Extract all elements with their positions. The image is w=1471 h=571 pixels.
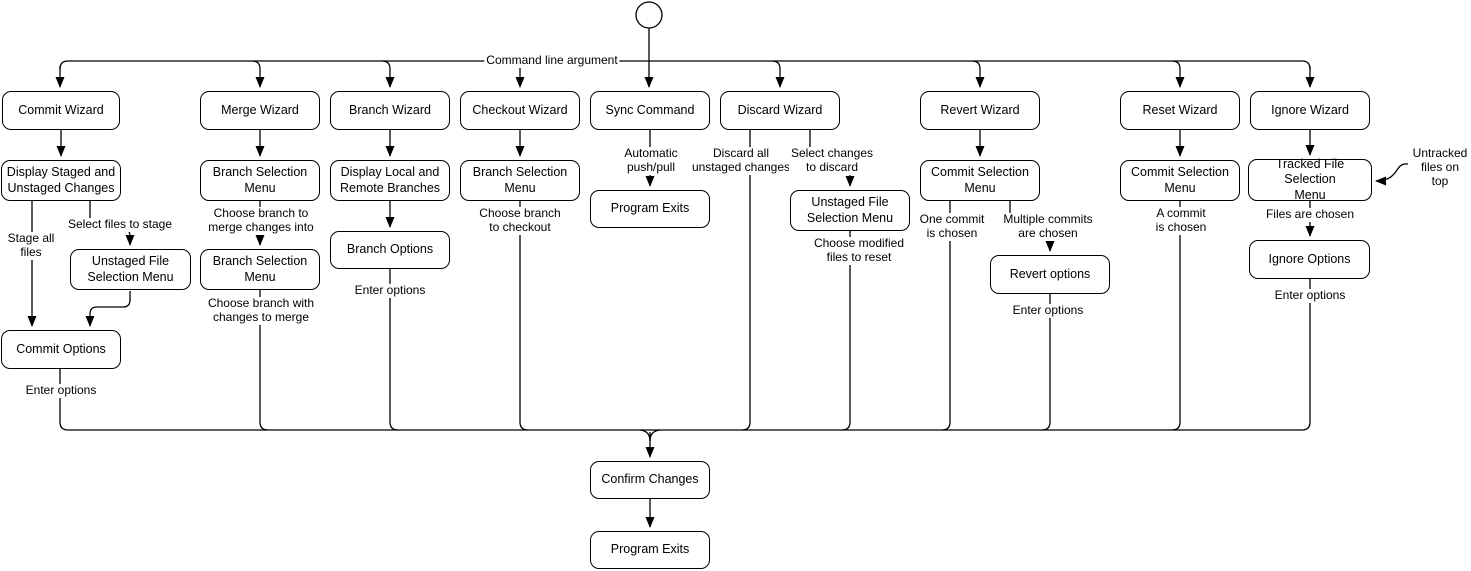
label-choose-branch-with-changes: Choose branch with changes to merge xyxy=(205,296,317,325)
label-choose-branch-checkout: Choose branch to checkout xyxy=(477,206,563,235)
edge-bus-to-revert xyxy=(971,60,985,88)
edge-top-bus xyxy=(59,60,1311,70)
edge-bus-to-reset xyxy=(1171,60,1185,88)
label-one-commit-is-chosen: One commit is chosen xyxy=(917,212,987,241)
node-unstaged-file-selection-commit: Unstaged File Selection Menu xyxy=(70,249,191,290)
label-discard-all-unstaged: Discard all unstaged changes xyxy=(689,146,793,175)
edge-funnel-left xyxy=(639,429,651,442)
label-select-files-to-stage: Select files to stage xyxy=(65,217,175,232)
node-reset-wizard: Reset Wizard xyxy=(1120,91,1240,130)
label-enter-options-revert: Enter options xyxy=(1010,303,1086,318)
node-branch-options: Branch Options xyxy=(330,231,450,269)
label-command-line-argument: Command line argument xyxy=(484,53,620,68)
label-choose-modified-files: Choose modified files to reset xyxy=(811,236,907,265)
node-branch-selection-merge-2: Branch Selection Menu xyxy=(200,249,320,290)
label-enter-options-commit: Enter options xyxy=(23,383,99,398)
label-enter-options-branch: Enter options xyxy=(352,283,428,298)
node-display-local-remote: Display Local and Remote Branches xyxy=(330,160,450,201)
node-unstaged-file-selection-discard: Unstaged File Selection Menu xyxy=(790,190,910,231)
label-select-changes-to-discard: Select changes to discard xyxy=(788,146,876,175)
edge-unstaged-to-options xyxy=(85,291,131,327)
label-multiple-commits-are-chosen: Multiple commits are chosen xyxy=(1001,212,1095,241)
node-ignore-wizard: Ignore Wizard xyxy=(1250,91,1370,130)
edge-commit-options-out xyxy=(59,369,69,431)
label-a-commit-is-chosen: A commit is chosen xyxy=(1153,206,1209,235)
node-branch-selection-checkout: Branch Selection Menu xyxy=(460,160,580,201)
label-files-are-chosen: Files are chosen xyxy=(1263,207,1357,222)
node-program-exits-sync: Program Exits xyxy=(590,190,710,228)
label-untracked-files-on-top: Untracked files on top xyxy=(1410,146,1470,189)
edge-ignore-out xyxy=(1301,279,1311,431)
node-branch-wizard: Branch Wizard xyxy=(330,91,450,130)
node-commit-options: Commit Options xyxy=(1,330,121,369)
label-enter-options-ignore: Enter options xyxy=(1272,288,1348,303)
node-commit-selection-revert: Commit Selection Menu xyxy=(920,160,1040,201)
node-checkout-wizard: Checkout Wizard xyxy=(460,91,580,130)
node-branch-selection-merge-1: Branch Selection Menu xyxy=(200,160,320,201)
node-tracked-file-selection: Tracked File Selection Menu xyxy=(1248,157,1372,202)
edge-funnel-right xyxy=(649,429,661,442)
edge-reset-out xyxy=(1171,201,1181,431)
node-program-exits-final: Program Exits xyxy=(590,531,710,569)
start-circle xyxy=(635,1,663,29)
node-commit-wizard: Commit Wizard xyxy=(2,91,120,130)
edge-discard-all-out xyxy=(741,130,751,431)
node-discard-wizard: Discard Wizard xyxy=(720,91,840,130)
node-sync-command: Sync Command xyxy=(590,91,710,130)
node-merge-wizard: Merge Wizard xyxy=(200,91,320,130)
edge-bus-to-branch xyxy=(381,60,395,88)
label-automatic-push-pull: Automatic push/pull xyxy=(622,146,680,175)
node-display-staged-unstaged: Display Staged and Unstaged Changes xyxy=(1,160,121,201)
node-confirm-changes: Confirm Changes xyxy=(590,461,710,499)
node-ignore-options: Ignore Options xyxy=(1249,240,1370,279)
edge-bus-to-merge xyxy=(251,60,265,88)
edge-untracked-annotation xyxy=(1375,163,1409,186)
edges xyxy=(27,1,1409,528)
node-revert-options: Revert options xyxy=(990,255,1110,294)
node-revert-wizard: Revert Wizard xyxy=(920,91,1040,130)
node-commit-selection-reset: Commit Selection Menu xyxy=(1120,160,1240,201)
label-choose-branch-merge-into: Choose branch to merge changes into xyxy=(206,206,316,235)
edge-checkout-out xyxy=(519,201,529,431)
edge-bus-to-discard xyxy=(771,60,785,88)
label-stage-all-files: Stage all files xyxy=(5,231,57,260)
